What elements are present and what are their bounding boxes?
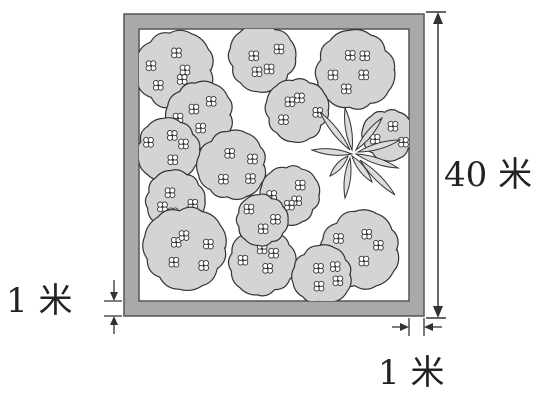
leaf bbox=[319, 111, 351, 151]
flower-icon bbox=[358, 69, 370, 81]
flower-icon bbox=[294, 92, 305, 104]
bush bbox=[195, 129, 267, 201]
flower-icon bbox=[164, 187, 176, 199]
flower-icon bbox=[284, 96, 296, 108]
flower-icon bbox=[176, 74, 188, 85]
flower-icon bbox=[257, 223, 269, 235]
leaf bbox=[359, 159, 396, 196]
flower-icon bbox=[168, 256, 180, 268]
flower-icon bbox=[178, 230, 190, 241]
flower-icon bbox=[359, 50, 371, 62]
leaf bbox=[310, 148, 354, 156]
flower-icon bbox=[270, 213, 281, 225]
flower-icon bbox=[171, 47, 182, 59]
bush bbox=[227, 29, 297, 93]
flower-icon bbox=[178, 138, 189, 150]
flower-icon bbox=[145, 60, 157, 72]
leaf bbox=[356, 139, 402, 153]
flower-icon bbox=[387, 120, 399, 132]
flower-icon bbox=[166, 130, 178, 141]
flower-icon bbox=[340, 83, 352, 95]
flower-icon bbox=[245, 173, 256, 184]
leaf bbox=[329, 155, 349, 177]
flower-icon bbox=[273, 43, 285, 55]
leaf-cluster bbox=[310, 106, 402, 200]
flower-icon bbox=[268, 247, 279, 259]
flower-icon bbox=[203, 238, 214, 250]
leaf bbox=[354, 116, 384, 152]
flower-icon bbox=[237, 254, 249, 266]
bush bbox=[314, 29, 396, 110]
flower-icon bbox=[262, 262, 274, 274]
flower-icon bbox=[313, 262, 324, 274]
flower-icon bbox=[247, 153, 258, 165]
bush bbox=[291, 244, 352, 301]
flower-icon bbox=[243, 203, 255, 215]
flower-icon bbox=[327, 69, 339, 81]
flower-icon bbox=[278, 114, 289, 126]
flower-icon bbox=[167, 154, 179, 166]
flower-icon bbox=[195, 122, 207, 134]
flower-icon bbox=[218, 173, 229, 185]
flower-icon bbox=[188, 103, 200, 115]
bush bbox=[139, 117, 201, 183]
flower-icon bbox=[251, 66, 263, 78]
bush bbox=[264, 78, 330, 144]
flower-icon bbox=[198, 260, 210, 271]
flower-icon bbox=[143, 136, 154, 148]
flower-icon bbox=[344, 49, 356, 61]
bush bbox=[227, 227, 297, 297]
flower-icon bbox=[358, 255, 370, 267]
flower-icon bbox=[333, 233, 344, 244]
flower-icon bbox=[179, 64, 191, 76]
flower-icon bbox=[157, 201, 168, 213]
flower-icon bbox=[248, 50, 260, 62]
height-label: 40 米 bbox=[444, 155, 533, 195]
flower-icon bbox=[332, 275, 344, 287]
flower-icon bbox=[294, 179, 306, 191]
leaf bbox=[343, 156, 352, 200]
bush bbox=[142, 206, 227, 292]
flower-icon bbox=[284, 199, 295, 211]
bush bbox=[235, 193, 289, 247]
bottom-border-width-arrows bbox=[392, 318, 442, 336]
leaf bbox=[354, 153, 400, 169]
flower-icon bbox=[361, 228, 373, 240]
height-dimension-arrow bbox=[426, 11, 446, 319]
left-border-label: 1 米 bbox=[6, 281, 73, 321]
left-border-width-arrows bbox=[104, 280, 122, 334]
flower-icon bbox=[329, 261, 341, 272]
flower-icon bbox=[152, 79, 164, 91]
flower-icon bbox=[205, 95, 217, 107]
flower-icon bbox=[398, 136, 409, 148]
leaf bbox=[344, 106, 353, 152]
flower-icon bbox=[224, 147, 236, 159]
flower-icon bbox=[373, 239, 384, 251]
flower-icon bbox=[313, 280, 325, 292]
bottom-border-label: 1 米 bbox=[378, 353, 445, 393]
leaf bbox=[351, 154, 373, 184]
flower-bushes bbox=[139, 29, 409, 301]
flower-icon bbox=[263, 63, 275, 75]
